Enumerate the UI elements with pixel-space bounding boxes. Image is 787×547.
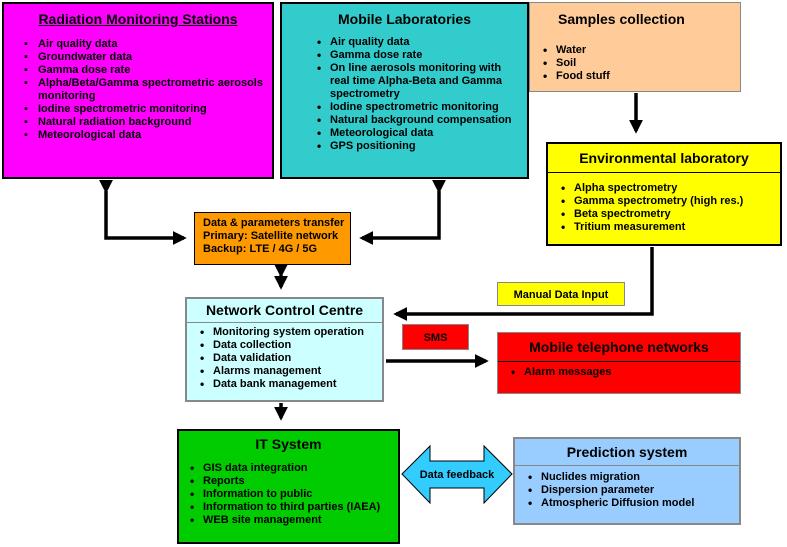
list-item: Natural background compensation xyxy=(310,114,521,127)
data-feedback-arrow xyxy=(401,444,513,505)
list-item: Alarm messages xyxy=(504,366,740,379)
network-cc-box: Network Control Centre Monitoring system… xyxy=(185,297,384,402)
env-lab-box: Environmental laboratory Alpha spectrome… xyxy=(546,142,782,246)
list-item: WEB site management xyxy=(183,514,398,527)
list-item: Iodine spectrometric monitoring xyxy=(18,103,272,116)
it-system-title: IT System xyxy=(255,436,322,452)
list-item: Data bank management xyxy=(193,378,382,391)
list-item: GPS positioning xyxy=(310,140,521,153)
mobile-networks-title: Mobile telephone networks xyxy=(529,339,709,355)
list-item: Nuclides migration xyxy=(521,471,739,484)
mobile-networks-list: Alarm messages xyxy=(498,366,740,379)
data-transfer-line-3: Backup: LTE / 4G / 5G xyxy=(203,243,318,255)
list-item: Reports xyxy=(183,475,398,488)
list-item: On line aerosols monitoring with real ti… xyxy=(310,62,521,101)
prediction-box: Prediction system Nuclides migrationDisp… xyxy=(513,437,741,525)
list-item: Data collection xyxy=(193,339,382,352)
list-item: Atmospheric Diffusion model xyxy=(521,497,739,510)
env-lab-title: Environmental laboratory xyxy=(579,150,749,166)
sms-box: SMS xyxy=(402,324,469,350)
radiation-monitoring-title: Radiation Monitoring Stations xyxy=(38,11,238,27)
list-item: Information to public xyxy=(183,488,398,501)
arrow-mobilelabs-transfer xyxy=(359,179,446,245)
list-item: Natural radiation background xyxy=(18,116,272,129)
it-system-list: GIS data integrationReportsInformation t… xyxy=(179,462,398,527)
list-item: Meteorological data xyxy=(18,129,272,142)
list-item: Iodine spectrometric monitoring xyxy=(310,101,521,114)
list-item: Information to third parties (IAEA) xyxy=(183,501,398,514)
list-item: Dispersion parameter xyxy=(521,484,739,497)
radiation-monitoring-box: Radiation Monitoring Stations Air qualit… xyxy=(2,2,274,179)
arrow-radiation-transfer xyxy=(99,179,187,245)
list-item: Food stuff xyxy=(536,70,740,83)
list-item: Soil xyxy=(536,57,740,70)
it-system-box: IT System GIS data integrationReportsInf… xyxy=(177,429,400,544)
list-item: Monitoring system operation xyxy=(193,326,382,339)
list-item: Data validation xyxy=(193,352,382,365)
network-cc-list: Monitoring system operationData collecti… xyxy=(187,326,382,391)
list-item: Tritium measurement xyxy=(554,221,780,234)
prediction-list: Nuclides migrationDispersion parameterAt… xyxy=(515,471,739,510)
samples-list: WaterSoilFood stuff xyxy=(530,44,740,83)
mobile-labs-list: Air quality dataGamma dose rateOn line a… xyxy=(282,36,527,153)
arrow-envlab-ncc xyxy=(393,247,654,321)
sms-label: SMS xyxy=(423,332,448,344)
network-cc-title: Network Control Centre xyxy=(205,302,364,318)
list-item: Beta spectrometry xyxy=(554,208,780,221)
list-item: Alpha spectrometry xyxy=(554,182,780,195)
mobile-networks-box: Mobile telephone networks Alarm messages xyxy=(497,332,741,394)
manual-input-label: Manual Data Input xyxy=(513,289,609,301)
list-item: Gamma dose rate xyxy=(310,49,521,62)
prediction-title: Prediction system xyxy=(566,444,688,460)
list-item: Meteorological data xyxy=(310,127,521,140)
list-item: Gamma dose rate xyxy=(18,64,272,77)
list-item: Air quality data xyxy=(310,36,521,49)
samples-box: Samples collection WaterSoilFood stuff xyxy=(529,2,741,92)
list-item: GIS data integration xyxy=(183,462,398,475)
mobile-labs-box: Mobile Laboratories Air quality dataGamm… xyxy=(280,2,529,179)
list-item: Groundwater data xyxy=(18,51,272,64)
data-transfer-line-2: Primary: Satellite network xyxy=(203,230,339,242)
list-item: Alarms management xyxy=(193,365,382,378)
data-transfer-line-1: Data & parameters transfer xyxy=(203,217,345,229)
mobile-labs-title: Mobile Laboratories xyxy=(337,11,472,27)
manual-input-box: Manual Data Input xyxy=(497,282,625,306)
data-transfer-box: Data & parameters transfer Primary: Sate… xyxy=(194,212,351,265)
env-lab-list: Alpha spectrometryGamma spectrometry (hi… xyxy=(548,182,780,234)
samples-title: Samples collection xyxy=(558,11,685,27)
list-item: Gamma spectrometry (high res.) xyxy=(554,195,780,208)
list-item: Air quality data xyxy=(18,38,272,51)
list-item: Alpha/Beta/Gamma spectrometric aerosols … xyxy=(18,77,272,103)
list-item: Water xyxy=(536,44,740,57)
radiation-monitoring-list: Air quality dataGroundwater dataGamma do… xyxy=(4,38,272,142)
data-feedback-label: Data feedback xyxy=(420,469,495,481)
